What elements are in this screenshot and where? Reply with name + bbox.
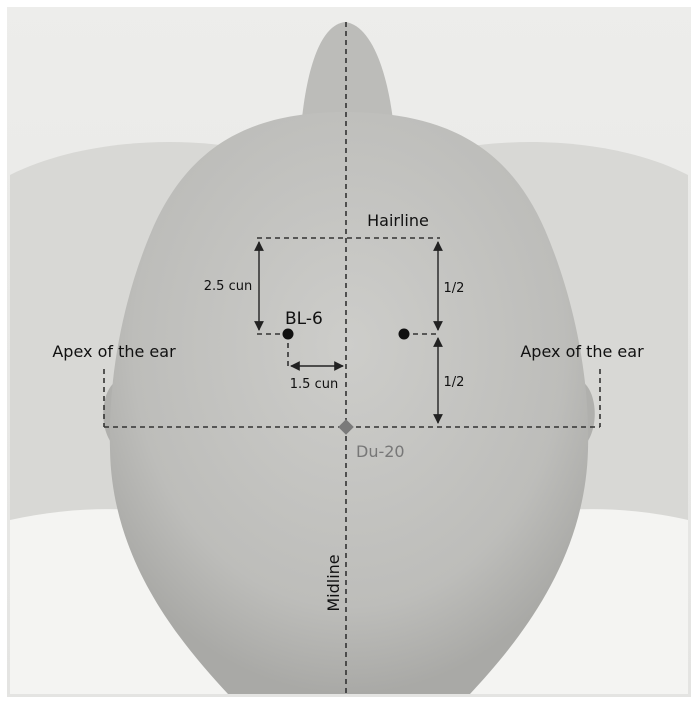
head bbox=[110, 112, 588, 694]
bl6-point-right bbox=[399, 329, 410, 340]
bl6-point-left bbox=[283, 329, 294, 340]
apex-right-label: Apex of the ear bbox=[520, 342, 644, 361]
apex-left-label: Apex of the ear bbox=[52, 342, 176, 361]
bl6-label: BL-6 bbox=[285, 309, 323, 329]
midline-label: Midline bbox=[324, 554, 343, 611]
du20-label: Du-20 bbox=[356, 442, 405, 461]
half-upper-label: 1/2 bbox=[444, 281, 465, 296]
hairline-label: Hairline bbox=[367, 211, 429, 230]
dist-2-5-label: 2.5 cun bbox=[204, 279, 252, 294]
half-lower-label: 1/2 bbox=[444, 375, 465, 390]
dist-1-5-label: 1.5 cun bbox=[290, 377, 338, 392]
